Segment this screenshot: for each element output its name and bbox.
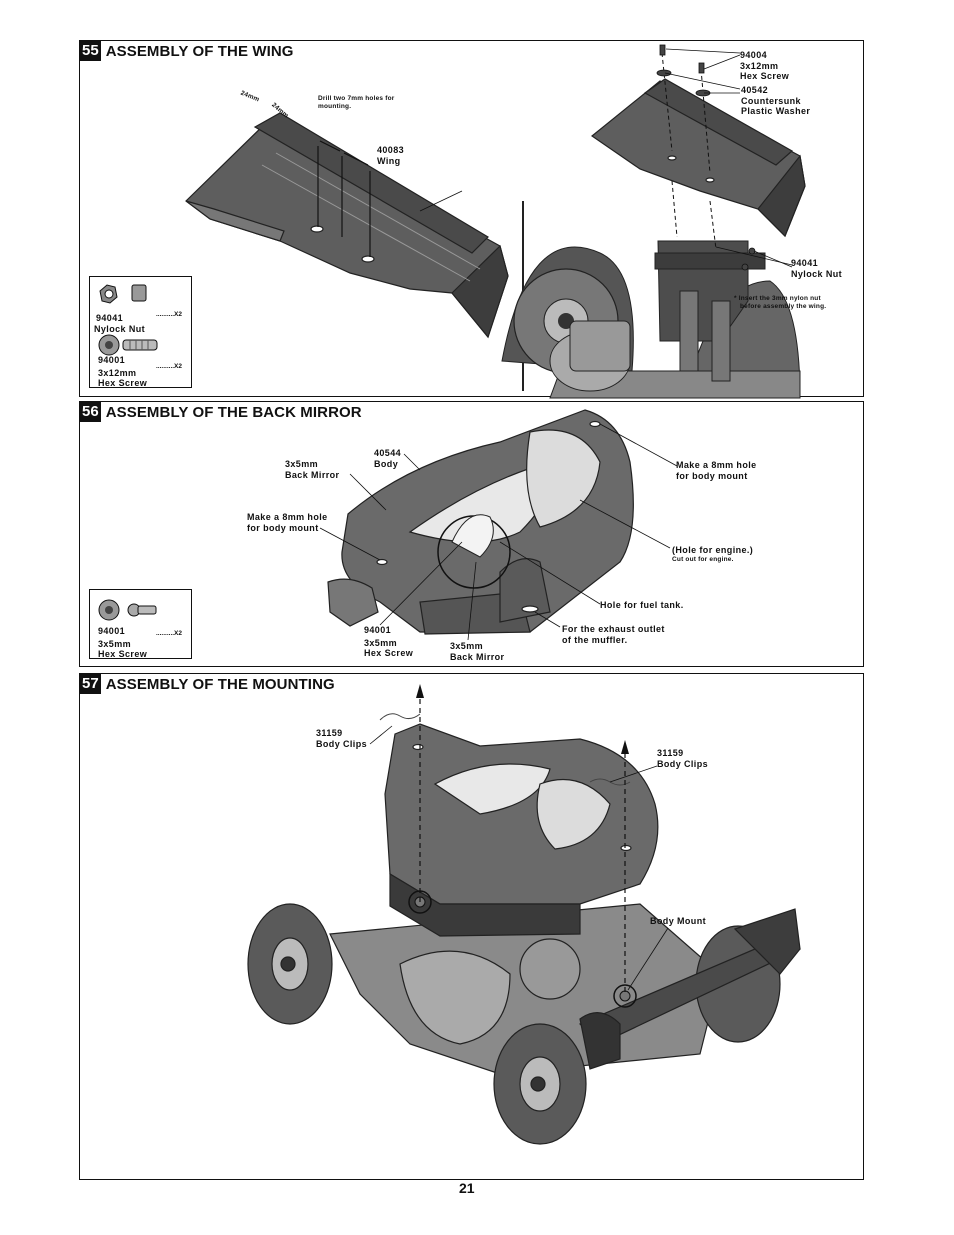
hole-left-callout: Make a 8mm hole for body mount xyxy=(247,512,328,533)
body-mount-callout: Body Mount xyxy=(650,916,706,926)
parts-icons xyxy=(98,599,157,621)
hex-screw-callout: 94004 3x12mm Hex Screw xyxy=(740,50,790,81)
parts-list-box: 94001 3x5mm Hex Screw ..........X2 xyxy=(89,589,192,659)
car-rear-drawing xyxy=(501,201,801,399)
chassis-drawing xyxy=(247,903,801,1145)
fuel-hole-callout: Hole for fuel tank. xyxy=(600,600,684,610)
step-number: 56 xyxy=(80,402,101,422)
washer-callout: 40542 Countersunk Plastic Washer xyxy=(741,85,811,116)
wing-dimension-marks xyxy=(317,140,371,257)
step-55-header: 55 ASSEMBLY OF THE WING xyxy=(80,41,294,61)
step-number: 57 xyxy=(80,674,101,694)
nut-callout: 94041 Nylock Nut xyxy=(791,258,843,279)
parts-list-box: 94041 Nylock Nut ..........X2 94001 3x12… xyxy=(89,276,192,388)
step-title: ASSEMBLY OF THE BACK MIRROR xyxy=(105,403,362,421)
mirror-callout: 3x5mm Back Mirror xyxy=(285,459,340,480)
arrow-heads xyxy=(416,684,629,754)
step-56-header: 56 ASSEMBLY OF THE BACK MIRROR xyxy=(80,402,362,422)
screw-callout: 94001 3x5mm Hex Screw xyxy=(364,625,414,658)
leader-lines-57 xyxy=(369,725,669,991)
wing-illustration xyxy=(185,44,806,399)
hardware-icons xyxy=(656,44,756,271)
leader-lines-56 xyxy=(319,423,678,641)
part-screw: 94001 3x5mm Hex Screw xyxy=(98,626,148,659)
step-57-header: 57 ASSEMBLY OF THE MOUNTING xyxy=(80,674,335,694)
wing-right-drawing xyxy=(590,78,806,238)
leader-lines xyxy=(664,48,793,268)
mounting-illustration xyxy=(247,684,801,1145)
page-number: 21 xyxy=(459,1180,475,1196)
body-illustration xyxy=(319,409,678,641)
clip-left-callout: 31159 Body Clips xyxy=(316,728,368,749)
nut-note: * Insert the 3mm nylon nut before assemb… xyxy=(734,295,827,310)
clip-right-callout: 31159 Body Clips xyxy=(657,748,709,769)
install-arrows xyxy=(419,690,626,996)
part-screw-qty: ..........X2 xyxy=(156,630,183,637)
part-nut: 94041 Nylock Nut xyxy=(94,313,146,334)
hole-right-callout: Make a 8mm hole for body mount xyxy=(676,460,757,481)
step-56-panel: 56 ASSEMBLY OF THE BACK MIRROR xyxy=(79,401,864,667)
wing-callout: 40083 Wing xyxy=(377,145,405,166)
step-title: ASSEMBLY OF THE WING xyxy=(105,42,294,60)
screw-drop-lines xyxy=(661,52,717,250)
step-number: 55 xyxy=(80,41,101,61)
part-screw: 94001 3x12mm Hex Screw xyxy=(98,355,148,388)
mirror2-callout: 3x5mm Back Mirror xyxy=(450,641,505,662)
body-shell-drawing xyxy=(384,723,659,937)
wing-left-drawing xyxy=(185,112,509,339)
step-55-panel: 55 ASSEMBLY OF THE WING xyxy=(79,40,864,399)
parts-icons xyxy=(98,284,158,356)
part-screw-qty: ..........X2 xyxy=(156,363,183,370)
part-nut-qty: ..........X2 xyxy=(156,311,183,318)
step-57-panel: 57 ASSEMBLY OF THE MOUNTING xyxy=(79,673,864,1180)
engine-hole-callout: (Hole for engine.) Cut out for engine. xyxy=(672,545,754,563)
step-title: ASSEMBLY OF THE MOUNTING xyxy=(105,675,335,693)
mirror-part xyxy=(451,514,494,558)
body-callout: 40544 Body xyxy=(374,448,402,469)
exhaust-callout: For the exhaust outlet of the muffler. xyxy=(562,624,665,645)
drill-note: Drill two 7mm holes for mounting. xyxy=(318,95,395,110)
